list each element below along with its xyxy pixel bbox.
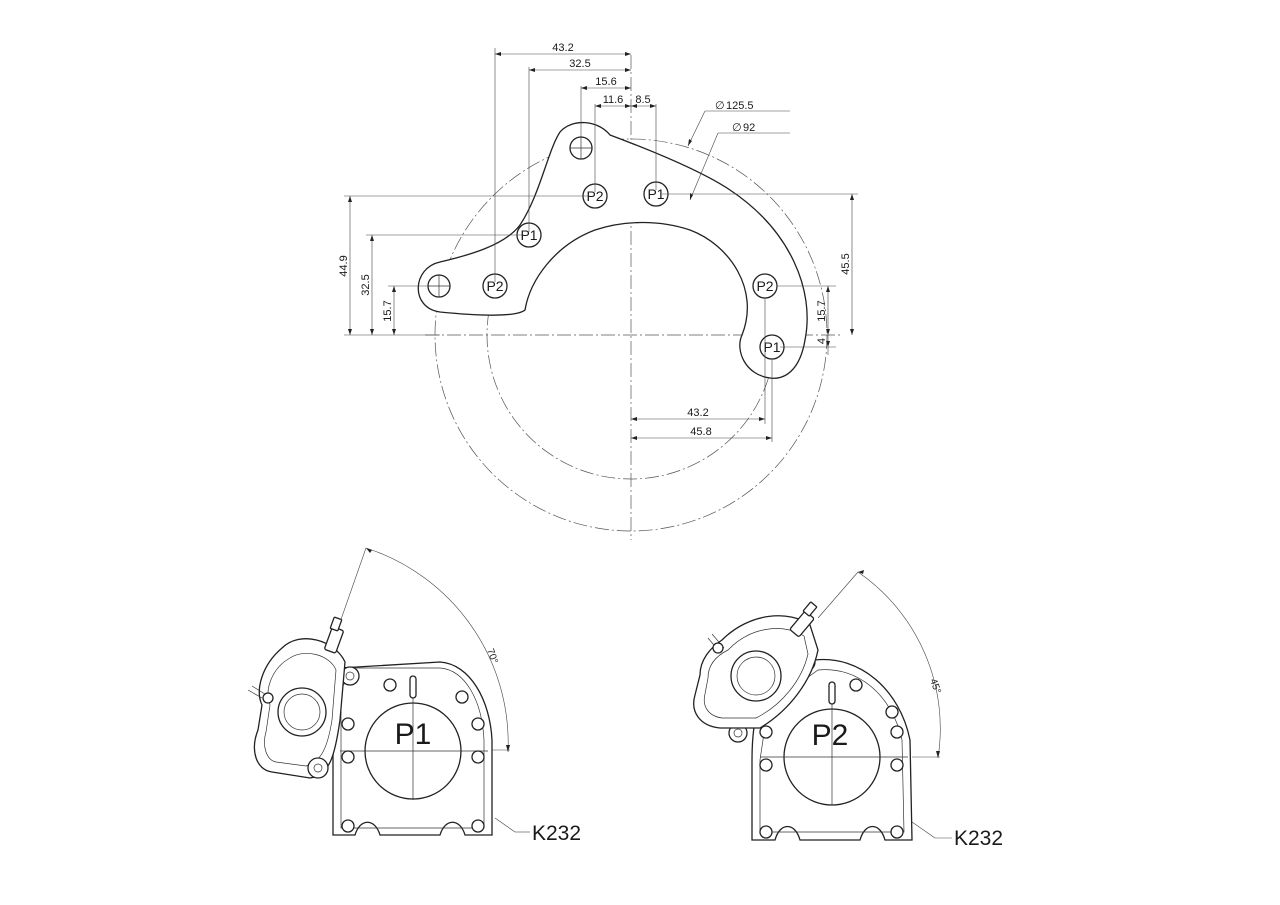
top-horizontal-dimensions: 43.2 32.5 15.6 11.6 8.5 [494, 42, 657, 282]
dim-diameter-125-5: 125.5 [726, 100, 754, 112]
pin-label: P1 [520, 227, 537, 243]
bracket-outline [417, 121, 808, 379]
position-label-p2: P2 [812, 719, 849, 752]
dim-45-8: 45.8 [690, 426, 711, 438]
pin-label: P2 [756, 278, 773, 294]
dim-32-5-left: 32.5 [360, 274, 372, 295]
dim-4: 4 [816, 338, 828, 344]
pin-p2-left: P2 [482, 273, 508, 299]
dim-15-7-left: 15.7 [382, 300, 394, 321]
diameter-symbol: ∅ [715, 100, 725, 112]
dim-32-5-top: 32.5 [569, 58, 590, 70]
bracket-plan-view: P2 P1 P1 P2 P2 P1 [338, 42, 858, 540]
brake-caliper-p2 [693, 601, 819, 729]
pin-p1-bottom: P1 [759, 334, 785, 360]
angle-label-45: 45° [927, 677, 943, 695]
pin-p1-left: P1 [516, 222, 542, 248]
position-label-p1: P1 [395, 718, 432, 751]
dim-43-2-top: 43.2 [552, 42, 573, 54]
dim-43-2-bottom: 43.2 [687, 407, 708, 419]
bottom-horizontal-dimensions: 43.2 45.8 [631, 298, 773, 442]
dim-15-6: 15.6 [595, 76, 616, 88]
pin-label: P1 [763, 339, 780, 355]
dim-diameter-92: 92 [743, 122, 755, 134]
pin-p2-right: P2 [752, 273, 778, 299]
dim-15-7-right: 15.7 [816, 300, 828, 321]
part-label-k232-right: K232 [954, 827, 1003, 850]
right-vertical-dimensions: 45.5 15.7 4 [662, 193, 858, 355]
pin-p2-top: P2 [582, 183, 608, 209]
dim-8-5: 8.5 [635, 94, 650, 106]
left-vertical-dimensions: 44.9 32.5 15.7 [338, 195, 590, 336]
diameter-callouts: ∅ 125.5 ∅ 92 [687, 100, 790, 201]
angle-label-70: 70° [484, 647, 500, 665]
brake-caliper-p1 [247, 616, 346, 779]
pin-label: P1 [647, 186, 664, 202]
assembly-p1: 70° P1 K232 [247, 547, 581, 845]
assembly-p2: 45° P2 K232 [693, 570, 1003, 850]
dim-11-6: 11.6 [603, 94, 624, 106]
dim-44-9: 44.9 [338, 255, 350, 276]
pin-label: P2 [586, 188, 603, 204]
part-label-k232-left: K232 [532, 822, 581, 845]
diameter-symbol: ∅ [732, 122, 742, 134]
dim-45-5: 45.5 [840, 253, 852, 274]
pin-label: P2 [486, 278, 503, 294]
